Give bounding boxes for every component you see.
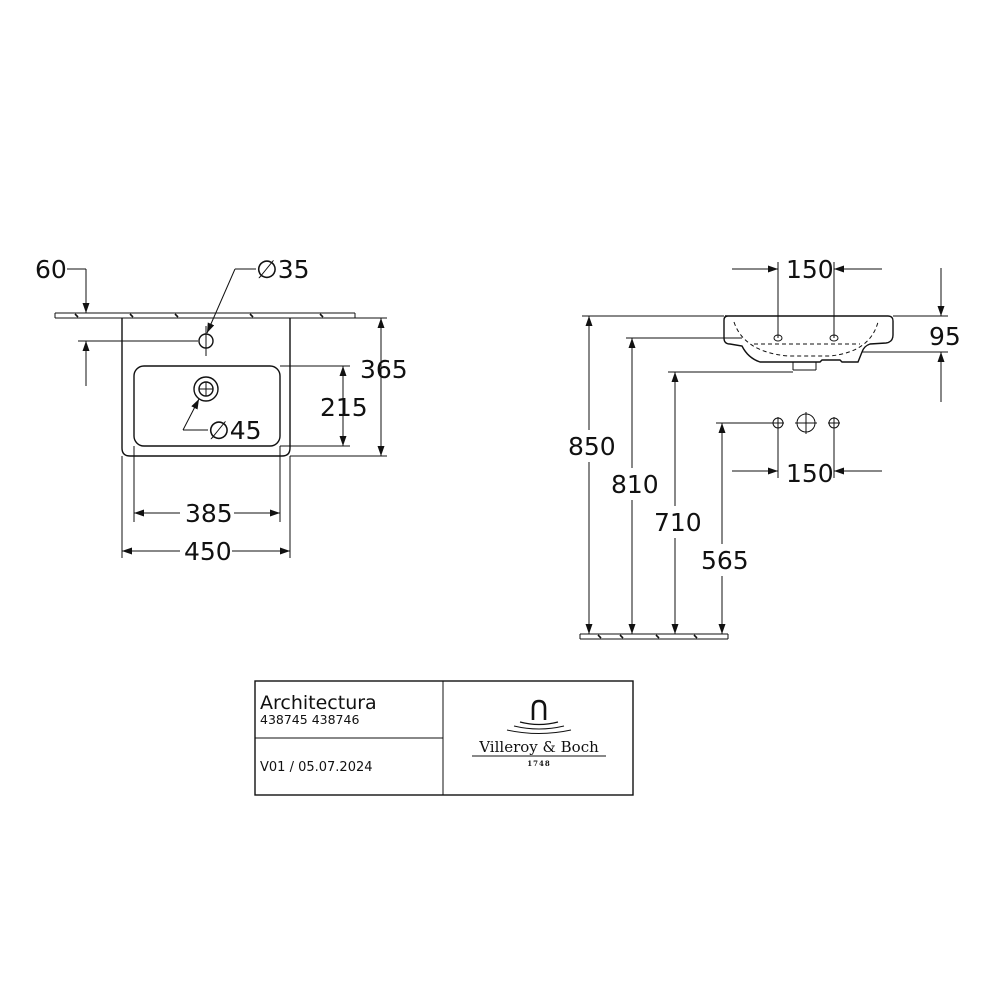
logo-year: 1748: [527, 759, 550, 768]
dim-label-95: 95: [929, 322, 961, 351]
logo-brand-name: Villeroy & Boch: [478, 738, 599, 756]
dim-bowl-width: 385: [133, 446, 281, 528]
dim-label-365: 365: [360, 355, 408, 384]
dim-label-215: 215: [320, 393, 368, 422]
dim-label-d35: ∅35: [256, 255, 310, 284]
floor-line: [579, 633, 729, 640]
title-block: Architectura 438745 438746 V01 / 05.07.2…: [254, 680, 634, 796]
dim-overflow-offset: 60: [35, 255, 198, 386]
waste-outlet: [193, 376, 219, 402]
dim-label-810: 810: [611, 470, 659, 499]
dim-height-710: 710: [654, 372, 702, 634]
basin-profile: [723, 315, 894, 363]
dim-label-565: 565: [701, 546, 749, 575]
dim-label-150-bottom: 150: [786, 459, 834, 488]
top-view: 60 ∅35 ∅45 365 215: [35, 255, 408, 566]
dim-height-810: 810: [611, 338, 659, 634]
dim-depth-total: 365: [290, 317, 408, 457]
logo-emblem-icon: [506, 699, 572, 734]
basin-outline: [121, 318, 291, 457]
dim-bowl-depth: 215: [280, 365, 368, 447]
villeroy-boch-logo: Villeroy & Boch 1748: [472, 699, 606, 768]
wall-line: [54, 312, 356, 319]
version-date: V01 / 05.07.2024: [260, 760, 373, 775]
dim-height-850: 850: [568, 316, 616, 634]
product-name: Architectura: [260, 692, 377, 714]
profile-tap-holes: [773, 334, 839, 342]
wall-fixing-points: [772, 412, 840, 434]
dim-height-565: 565: [701, 423, 749, 634]
dim-label-710: 710: [654, 508, 702, 537]
article-numbers: 438745 438746: [260, 712, 359, 727]
dim-label-850: 850: [568, 432, 616, 461]
tap-hole: [198, 326, 214, 356]
dim-basin-height: 95: [862, 268, 961, 402]
dim-tap-hole: ∅35: [206, 255, 310, 334]
dim-waste: ∅45: [182, 398, 262, 445]
dim-label-450: 450: [184, 537, 232, 566]
bowl-outline: [133, 365, 281, 447]
dim-label-60: 60: [35, 255, 67, 284]
dim-label-d45: ∅45: [208, 416, 262, 445]
dim-total-width: 450: [121, 456, 291, 566]
dim-fixing-spacing-top: 150: [732, 255, 882, 338]
dim-label-150-top: 150: [786, 255, 834, 284]
dim-label-385: 385: [185, 499, 233, 528]
dim-fixing-spacing-bottom: 150: [732, 429, 882, 488]
side-view: 150 95: [568, 255, 961, 640]
